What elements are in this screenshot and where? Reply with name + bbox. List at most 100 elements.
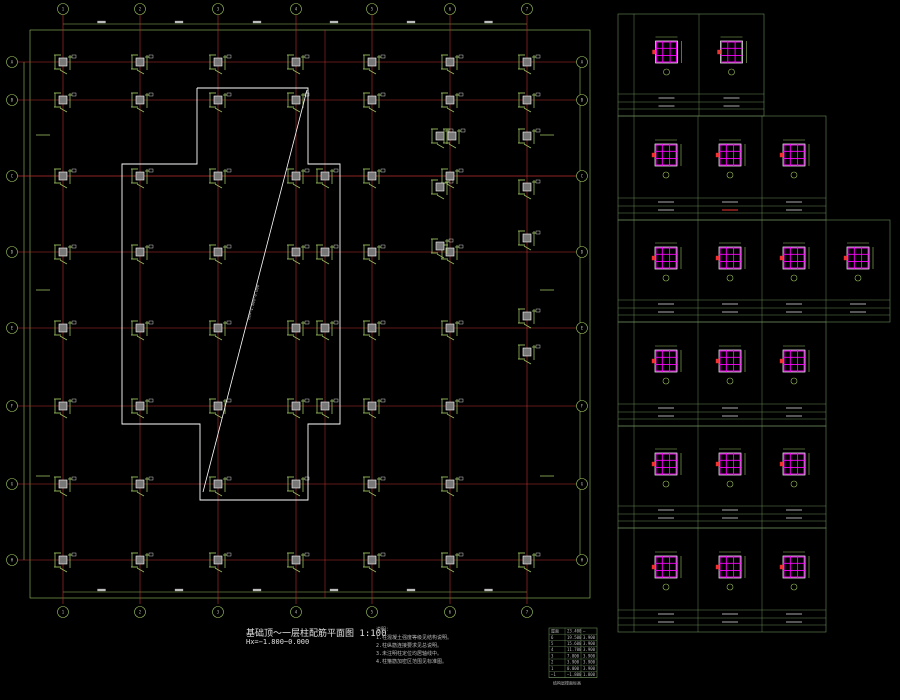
column-tag (148, 552, 154, 557)
column-dim-mark (292, 335, 301, 341)
axis-bubble-bottom-3 (212, 606, 224, 618)
column-29 (287, 320, 310, 341)
column-tag (304, 54, 310, 59)
table-cell: 3.900 (583, 653, 596, 658)
rebar-hoop (655, 144, 677, 166)
column-dim-mark (136, 491, 145, 497)
column-section-detail (715, 139, 746, 211)
section-bubble (662, 583, 670, 591)
column-36 (363, 244, 386, 265)
rebar-hoop (655, 453, 677, 475)
rebar-mark (715, 358, 720, 364)
column-dim-mark (214, 69, 223, 75)
column-dim-mark (321, 183, 330, 189)
panel-frame (617, 527, 827, 633)
section-bubble (662, 377, 670, 385)
rebar-hoop (847, 247, 869, 269)
column-dim-mark (368, 259, 377, 265)
section-outline (718, 452, 742, 476)
axis-bubble-right-2-label: B (581, 98, 584, 103)
column-dim-mark (523, 567, 532, 573)
dim-value (174, 588, 184, 592)
column-section (58, 171, 68, 181)
rebar-mark (715, 461, 720, 467)
axis-bubble-left-7 (6, 478, 18, 490)
column-dim-mark (523, 359, 532, 365)
column-section (291, 95, 301, 105)
column-dim-mark (136, 259, 145, 265)
column-dim-mark (136, 107, 145, 113)
axis-bubble-left-4 (6, 246, 18, 258)
column-32 (287, 552, 310, 573)
column-dim-mark (446, 567, 455, 573)
column-24 (209, 552, 232, 573)
rebar-hoop (783, 350, 805, 372)
column-33 (363, 54, 386, 75)
column-tag (460, 128, 466, 133)
column-37 (363, 320, 386, 341)
column-tag (448, 179, 454, 184)
axis-bubble-bottom-4-label: 4 (295, 610, 298, 615)
column-section-detail (651, 551, 682, 623)
axis-bubble-left-8-label: H (11, 558, 14, 563)
column-section (367, 401, 377, 411)
axis-bubble-left-7-label: G (11, 482, 14, 487)
column-11 (131, 168, 154, 189)
column-tag (535, 179, 541, 184)
table-cell: −1.800 (567, 672, 582, 677)
column-dim-mark (368, 69, 377, 75)
column-section (447, 131, 457, 141)
rebar-hoop (719, 350, 741, 372)
column-47 (441, 476, 464, 497)
column-dim-mark (214, 567, 223, 573)
axis-bubble-right-4 (576, 246, 588, 258)
column-tag (458, 168, 464, 173)
column-section (213, 323, 223, 333)
dim-value (97, 588, 106, 592)
section-outline (655, 40, 678, 64)
column-dim-mark (436, 253, 445, 259)
dim-value (406, 588, 416, 592)
detail-panel-5 (617, 425, 827, 529)
column-dim-mark (446, 491, 455, 497)
rebar-hoop (655, 556, 677, 578)
section-outline (782, 246, 806, 270)
column-tag (226, 476, 232, 481)
notes-line-1: 1.柱混凝土强度等级见结构说明。 (376, 635, 453, 641)
rebar-hoop (655, 247, 677, 269)
column-59 (431, 238, 454, 259)
rebar-mark (651, 358, 656, 364)
axis-bubble-bottom-1-label: 1 (62, 610, 65, 615)
axis-bubble-right-3-label: C (581, 174, 584, 179)
column-60 (316, 168, 339, 189)
column-tag (458, 398, 464, 403)
section-bubble (663, 68, 670, 76)
column-tag (458, 320, 464, 325)
axis-bubble-right-1 (576, 56, 588, 68)
axis-bubble-top-1-label: 1 (62, 7, 65, 12)
column-tag (304, 92, 310, 97)
column-section-detail (717, 36, 747, 107)
table-cell: 屋面 (551, 628, 559, 634)
column-dim-mark (321, 413, 330, 419)
column-tag (226, 398, 232, 403)
axis-bubble-bottom-7-label: 7 (526, 610, 529, 615)
dim-value (252, 20, 262, 24)
column-28 (287, 244, 310, 265)
column-tag (333, 320, 339, 325)
axis-bubble-top-3-label: 3 (217, 7, 220, 12)
axis-bubble-left-6-label: F (11, 404, 14, 409)
axis-bubble-left-2 (6, 94, 18, 106)
column-section (522, 233, 532, 243)
column-dim-mark (214, 413, 223, 419)
column-18 (209, 92, 232, 113)
section-bubble (728, 68, 735, 76)
column-tag (333, 398, 339, 403)
column-40 (363, 552, 386, 573)
column-dim-mark (59, 491, 68, 497)
axis-bubble-top-3 (212, 3, 224, 15)
column-section (367, 323, 377, 333)
axis-bubble-left-1 (6, 56, 18, 68)
rebar-hoop (656, 41, 677, 63)
detail-panel-6 (617, 527, 827, 633)
